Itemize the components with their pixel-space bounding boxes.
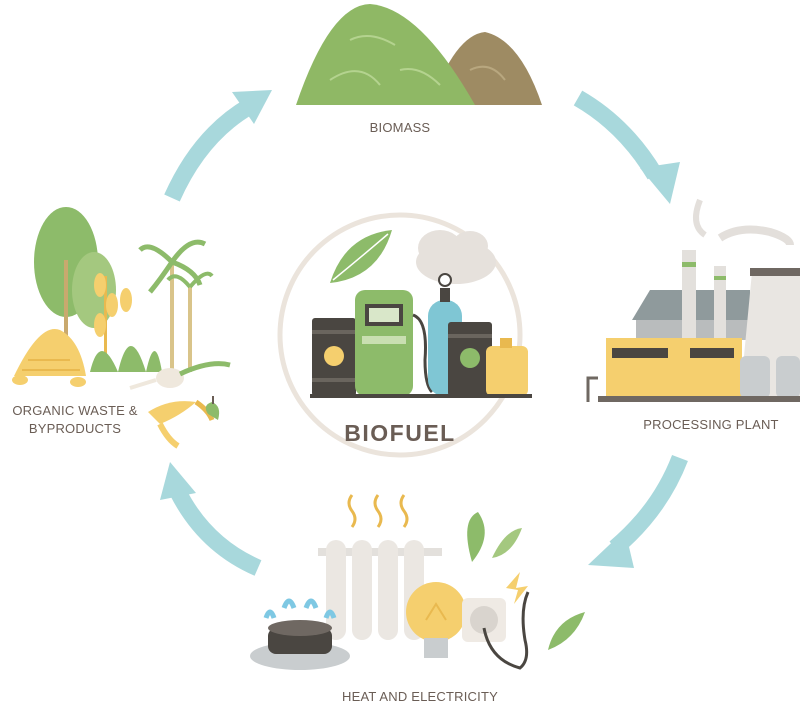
biofuel-center <box>277 212 532 458</box>
power-socket-icon <box>462 572 530 670</box>
gas-burner-icon <box>250 598 350 670</box>
stage-label-organic-waste-line2: BYPRODUCTS <box>28 420 122 436</box>
light-bulb-icon <box>406 582 466 658</box>
jerrycan-icon <box>486 338 528 396</box>
stage-label-organic-waste-line1: ORGANIC WASTE & <box>12 403 138 418</box>
heat-waves-icon <box>347 494 409 528</box>
palm-icon <box>138 239 214 372</box>
wheat-icon <box>94 273 132 372</box>
cycle-arrow-waste-to-biomass <box>164 90 272 202</box>
stage-label-heat-electricity: HEAT AND ELECTRICITY <box>342 689 498 704</box>
cloud-icon <box>416 230 496 284</box>
leaf-icon <box>330 230 392 283</box>
stage-label-processing-plant: PROCESSING PLANT <box>643 417 779 432</box>
root-vegetable-icon <box>129 361 231 390</box>
grass-icon <box>90 346 162 372</box>
fuel-pump-icon <box>355 290 434 396</box>
cycle-arrow-biomass-to-plant <box>573 90 680 204</box>
stage-label-biomass: BIOMASS <box>369 120 431 135</box>
barrel-icon <box>312 318 356 396</box>
banana-peel-icon <box>148 399 215 449</box>
leaf-icon <box>467 512 585 650</box>
center-title: BIOFUEL <box>344 420 456 446</box>
cycle-arrow-plant-to-heat <box>588 454 688 568</box>
heat-electricity-illustration <box>250 494 585 670</box>
biomass-illustration <box>296 4 542 105</box>
hay-pile-icon <box>12 328 86 387</box>
organic-waste-illustration <box>12 207 231 449</box>
apple-core-icon <box>205 396 220 420</box>
factory-icon <box>586 198 800 402</box>
stage-label-organic-waste: ORGANIC WASTE & BYPRODUCTS <box>0 402 150 437</box>
cycle-arrow-heat-to-waste <box>160 462 262 576</box>
barrel-icon <box>448 322 492 396</box>
